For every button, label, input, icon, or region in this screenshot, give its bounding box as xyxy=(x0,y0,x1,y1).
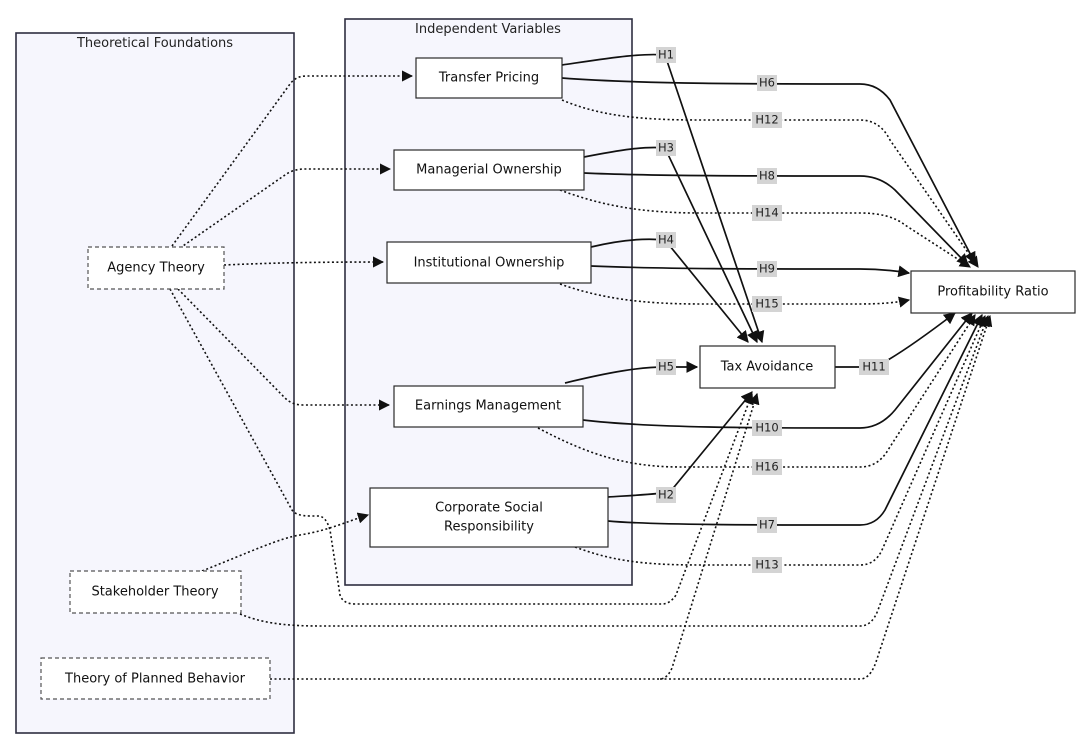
edge-agency-earnings-management xyxy=(177,288,391,411)
svg-text:H10: H10 xyxy=(755,421,778,435)
edge-label-h13: H13 xyxy=(752,557,782,573)
tax-avoidance-node xyxy=(699,345,836,389)
edge-h15 xyxy=(559,283,911,308)
edge-h7 xyxy=(607,313,983,526)
svg-text:H16: H16 xyxy=(755,460,778,474)
svg-text:H6: H6 xyxy=(759,76,775,90)
edge-label-h8: H8 xyxy=(757,168,777,184)
edge-label-h1: H1 xyxy=(656,47,676,63)
edge-h16 xyxy=(537,314,976,468)
edge-label-h4: H4 xyxy=(656,232,676,248)
agency-theory-node xyxy=(87,246,225,290)
edge-label-h11: H11 xyxy=(859,359,889,375)
svg-text:H8: H8 xyxy=(759,169,775,183)
institutional-ownership-label: Institutional Ownership xyxy=(414,256,565,271)
profitability-ratio-node xyxy=(910,270,1076,314)
edge-agency-institutional-ownership xyxy=(223,256,385,268)
independent-variables-title: Independent Variables xyxy=(415,22,561,37)
agency-theory-label: Agency Theory xyxy=(107,261,205,276)
edge-label-h7: H7 xyxy=(757,517,777,533)
edge-label-h15: H15 xyxy=(752,296,782,312)
svg-text:H7: H7 xyxy=(759,518,775,532)
edge-h11 xyxy=(835,312,956,368)
edge-tpb-tax-avoidance xyxy=(270,392,760,680)
transfer-pricing-label: Transfer Pricing xyxy=(438,71,539,86)
institutional-ownership-node xyxy=(386,241,592,284)
theoretical-foundations-title: Theoretical Foundations xyxy=(76,36,233,51)
stakeholder-theory-label: Stakeholder Theory xyxy=(91,585,218,600)
edge-stakeholder-csr xyxy=(201,512,370,572)
edge-h12 xyxy=(561,99,979,268)
edge-label-h10: H10 xyxy=(752,420,782,436)
svg-text:H4: H4 xyxy=(658,233,674,247)
svg-text:H9: H9 xyxy=(759,262,775,276)
theoretical-foundations-cluster xyxy=(15,32,295,734)
csr-label-line1: Corporate Social xyxy=(435,501,543,516)
managerial-ownership-label: Managerial Ownership xyxy=(416,163,562,178)
edge-h10 xyxy=(582,312,973,429)
edge-stakeholder-profitability xyxy=(239,314,990,627)
edge-label-h12: H12 xyxy=(752,112,782,128)
transfer-pricing-node xyxy=(415,57,563,99)
csr-node xyxy=(369,487,609,548)
earnings-management-node xyxy=(393,385,584,428)
profitability-ratio-label: Profitability Ratio xyxy=(937,285,1048,300)
edge-label-h5: H5 xyxy=(656,359,676,375)
svg-text:H2: H2 xyxy=(658,488,674,502)
edge-label-h3: H3 xyxy=(656,140,676,156)
edge-h13 xyxy=(574,314,987,566)
edge-agency-managerial-ownership xyxy=(179,163,392,249)
svg-text:H12: H12 xyxy=(755,113,778,127)
edge-label-h2: H2 xyxy=(656,487,676,503)
csr-label-line2: Responsibility xyxy=(444,520,534,535)
edge-h14 xyxy=(559,189,971,268)
svg-text:H1: H1 xyxy=(658,48,674,62)
theory-of-planned-behavior-node xyxy=(40,657,271,700)
edge-label-h6: H6 xyxy=(757,75,777,91)
svg-text:H3: H3 xyxy=(658,141,674,155)
edge-h8 xyxy=(583,172,969,266)
svg-text:H5: H5 xyxy=(658,360,674,374)
edge-label-h14: H14 xyxy=(752,205,782,221)
edge-h6 xyxy=(561,77,976,265)
edge-label-h9: H9 xyxy=(757,261,777,277)
svg-text:H13: H13 xyxy=(755,558,778,572)
edge-label-h16: H16 xyxy=(752,459,782,475)
svg-text:H11: H11 xyxy=(862,360,885,374)
svg-text:H14: H14 xyxy=(755,206,778,220)
theory-of-planned-behavior-label: Theory of Planned Behavior xyxy=(64,672,246,687)
tax-avoidance-label: Tax Avoidance xyxy=(720,360,814,375)
edge-h9 xyxy=(590,265,911,278)
stakeholder-theory-node xyxy=(69,570,242,614)
earnings-management-label: Earnings Management xyxy=(415,399,561,414)
svg-text:H15: H15 xyxy=(755,297,778,311)
managerial-ownership-node xyxy=(393,149,585,191)
